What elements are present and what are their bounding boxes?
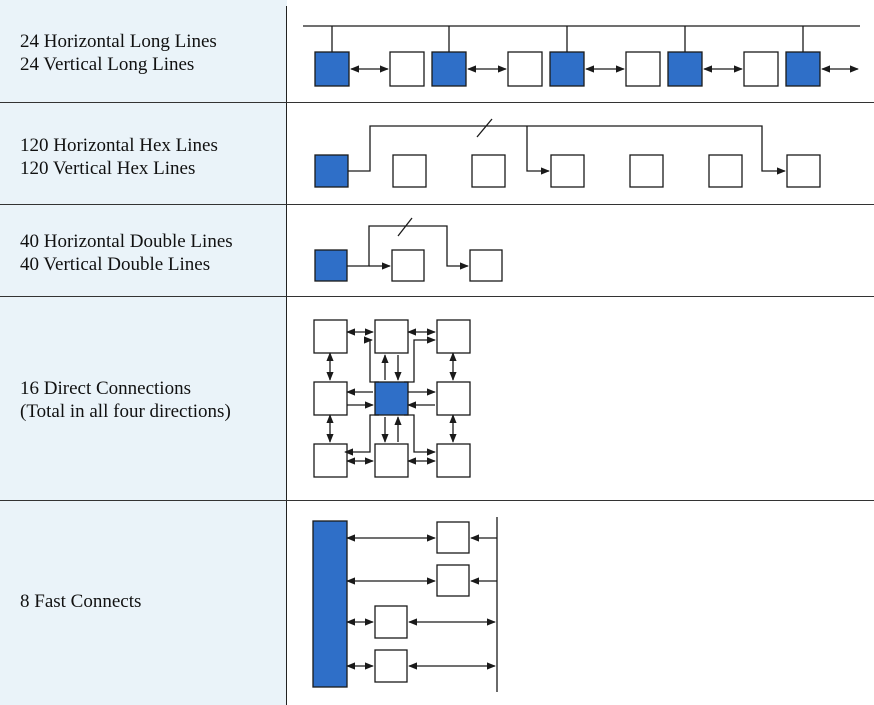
diagonal-route bbox=[404, 336, 436, 383]
filled-block bbox=[431, 51, 467, 87]
filled-block bbox=[549, 51, 585, 87]
fast-connects-label: 8 Fast Connects bbox=[20, 590, 141, 613]
empty-block bbox=[436, 564, 470, 597]
long-lines-label: 24 Horizontal Long Lines 24 Vertical Lon… bbox=[20, 30, 217, 76]
double-lines-label: 40 Horizontal Double Lines 40 Vertical D… bbox=[20, 230, 233, 276]
empty-block bbox=[391, 249, 425, 282]
diagonal-route bbox=[363, 336, 379, 383]
direct-connections-diagram bbox=[313, 319, 471, 478]
empty-block bbox=[374, 443, 409, 478]
empty-block bbox=[374, 649, 408, 683]
empty-block bbox=[625, 51, 661, 87]
filled-block bbox=[314, 249, 348, 282]
empty-block bbox=[313, 319, 348, 354]
hex-lines-vertical-text: 120 Vertical Hex Lines bbox=[20, 158, 196, 179]
row-separator bbox=[0, 102, 874, 104]
column-divider bbox=[286, 6, 288, 705]
empty-block bbox=[507, 51, 543, 87]
double-lines-vertical-text: 40 Vertical Double Lines bbox=[20, 254, 211, 275]
row-separator bbox=[0, 296, 874, 298]
center-block bbox=[374, 381, 409, 416]
row-separator bbox=[0, 204, 874, 206]
diagonal-route bbox=[404, 414, 436, 456]
bus-width-slash bbox=[476, 118, 493, 138]
empty-block bbox=[629, 154, 664, 188]
hex-lines-horizontal-text: 120 Horizontal Hex Lines bbox=[20, 135, 218, 156]
fast-connects-diagram bbox=[312, 517, 498, 692]
long-lines-horizontal-text: 24 Horizontal Long Lines bbox=[20, 31, 217, 52]
filled-block bbox=[785, 51, 821, 87]
empty-block bbox=[550, 154, 585, 188]
empty-block bbox=[374, 605, 408, 639]
double-line bbox=[347, 225, 469, 270]
empty-block bbox=[313, 381, 348, 416]
double-lines-diagram bbox=[314, 217, 503, 282]
empty-block bbox=[786, 154, 821, 188]
empty-block bbox=[436, 521, 470, 554]
empty-block bbox=[389, 51, 425, 87]
filled-block bbox=[314, 51, 350, 87]
empty-block bbox=[743, 51, 779, 87]
long-lines-vertical-text: 24 Vertical Long Lines bbox=[20, 54, 195, 75]
empty-block bbox=[469, 249, 503, 282]
empty-block bbox=[374, 319, 409, 354]
hex-line-tap bbox=[526, 126, 550, 175]
empty-block bbox=[436, 319, 471, 354]
empty-block bbox=[708, 154, 743, 188]
hex-line bbox=[348, 125, 786, 175]
hex-lines-label: 120 Horizontal Hex Lines 120 Vertical He… bbox=[20, 134, 218, 180]
label-column bbox=[0, 0, 287, 705]
bus-width-slash bbox=[397, 217, 413, 237]
diagonal-route bbox=[344, 414, 379, 456]
row-separator bbox=[0, 500, 874, 502]
hex-lines-diagram bbox=[314, 118, 821, 188]
empty-block bbox=[313, 443, 348, 478]
filled-block bbox=[314, 154, 349, 188]
empty-block bbox=[471, 154, 506, 188]
direct-connections-label: 16 Direct Connections (Total in all four… bbox=[20, 377, 231, 423]
double-lines-horizontal-text: 40 Horizontal Double Lines bbox=[20, 231, 233, 252]
direct-connections-count-text: 16 Direct Connections bbox=[20, 378, 191, 399]
empty-block bbox=[436, 443, 471, 478]
fast-connects-text: 8 Fast Connects bbox=[20, 591, 142, 612]
logic-block bbox=[312, 520, 348, 688]
empty-block bbox=[392, 154, 427, 188]
filled-block bbox=[667, 51, 703, 87]
empty-block bbox=[436, 381, 471, 416]
long-lines-diagram bbox=[303, 25, 860, 87]
direct-connections-note-text: (Total in all four directions) bbox=[20, 401, 231, 422]
